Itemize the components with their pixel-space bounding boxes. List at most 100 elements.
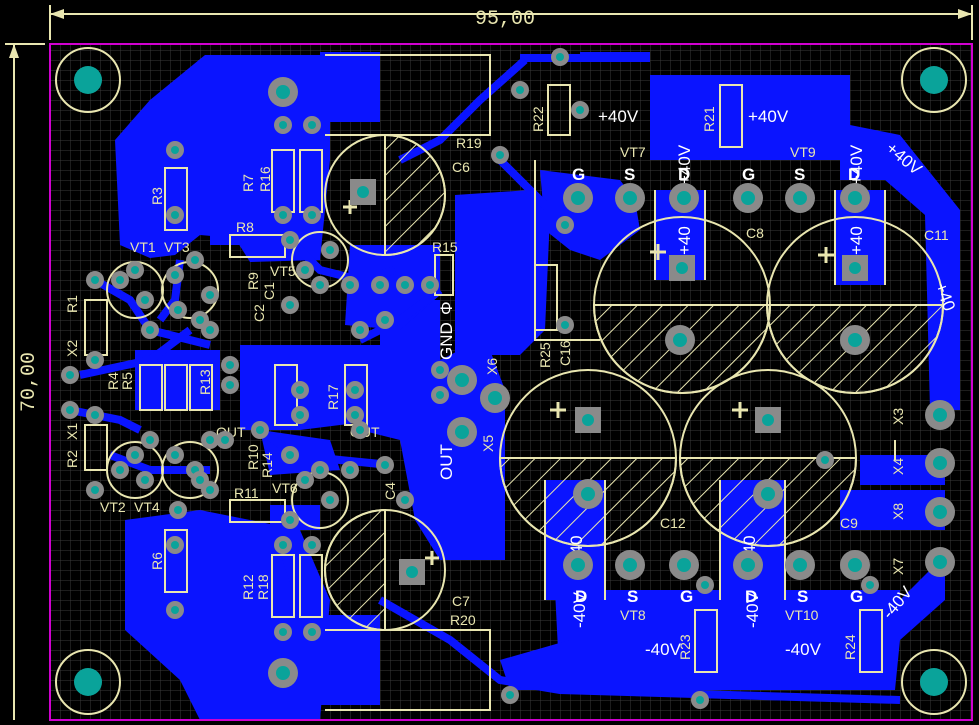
pad-hole [561, 321, 569, 329]
minus40-label-c: -40V [570, 591, 589, 628]
pad-square-hole [676, 262, 688, 274]
pad-hole [146, 326, 154, 334]
pad-hole [286, 301, 294, 309]
pin-g-vt9: G [742, 165, 755, 184]
pad-hole [226, 361, 234, 369]
label-r1: R1 [64, 295, 80, 313]
label-r12: R12 [240, 574, 256, 600]
pad-hole [516, 86, 524, 94]
pad-large-hole [741, 558, 755, 572]
label-r21: R21 [701, 106, 717, 132]
label-vt3: VT3 [164, 239, 190, 255]
pad-hole [256, 426, 264, 434]
pin-g-vt8: G [680, 587, 693, 606]
label-x3: X3 [890, 408, 906, 425]
pad-hole [286, 516, 294, 524]
capacitor-c6-outline [324, 133, 446, 257]
label-c7: C7 [452, 593, 470, 609]
pad-hole [308, 121, 316, 129]
pad-hole [308, 211, 316, 219]
label-x5: X5 [480, 435, 496, 452]
label-r16: R16 [257, 166, 273, 192]
pad-square-hole [849, 262, 861, 274]
pad-large-hole [677, 558, 691, 572]
pin-d-vt8: D [575, 587, 587, 606]
label-c16: C16 [557, 340, 573, 366]
pad-square-hole [762, 414, 774, 426]
pad-hole [279, 628, 287, 636]
label-x4: X4 [890, 458, 906, 475]
label-r10: R10 [245, 444, 261, 470]
pad-hole [66, 371, 74, 379]
plus40-short-a: +40 [675, 226, 694, 255]
pad-hole [356, 326, 364, 334]
label-vt2: VT2 [100, 499, 126, 515]
pad-hole [346, 281, 354, 289]
polarity-plus-icon [343, 200, 834, 565]
pad-hole [701, 581, 709, 589]
pin-g-vt10: G [850, 587, 863, 606]
pad-large-hole [933, 408, 947, 422]
pad-hole [171, 271, 179, 279]
pad-square-hole [357, 186, 369, 198]
pad-hole [346, 466, 354, 474]
label-x8: X8 [890, 503, 906, 520]
plus40-label-d: +40V [847, 144, 866, 185]
pad-hole [326, 246, 334, 254]
plus40-label-b: +40V [748, 107, 789, 126]
gnd-symbol: Φ [437, 301, 456, 315]
pad-square-hole [406, 566, 418, 578]
label-c6: C6 [452, 159, 470, 175]
gnd-label: GND [437, 322, 456, 360]
pad-hole [91, 411, 99, 419]
pad-large-hole [488, 391, 502, 405]
minus40-label-d: -40V [743, 591, 762, 628]
pad-hole [308, 628, 316, 636]
label-vt9: VT9 [790, 144, 816, 160]
label-vt1: VT1 [130, 239, 156, 255]
label-r3: R3 [149, 187, 165, 205]
pad-hole [866, 581, 874, 589]
pad-large-hole [623, 191, 637, 205]
label-r22: R22 [530, 106, 546, 132]
pad-hole [279, 541, 287, 549]
pad-hole [196, 316, 204, 324]
label-r18: R18 [255, 574, 271, 600]
minus40-label-b: -40V [785, 640, 822, 659]
pad-hole [171, 451, 179, 459]
pad-hole [206, 486, 214, 494]
label-c12: C12 [660, 515, 686, 531]
pin-d-vt7: D [678, 165, 690, 184]
pad-hole [171, 211, 179, 219]
label-x6: X6 [484, 358, 500, 375]
plus40-short-b: +40 [847, 226, 866, 255]
pad-hole [426, 281, 434, 289]
pad-hole [351, 411, 359, 419]
pad-large-hole [673, 333, 687, 347]
pad-hole [206, 291, 214, 299]
pad-large-hole [455, 425, 469, 439]
dimension-width: 95,00 [49, 5, 973, 40]
pad-hole [279, 121, 287, 129]
mounting-pads [74, 66, 948, 696]
label-r14: R14 [259, 452, 275, 478]
pad-hole [196, 476, 204, 484]
pad-hole [171, 146, 179, 154]
label-vt4: VT4 [134, 499, 160, 515]
transistor-vt4-outline [161, 441, 219, 499]
label-r2: R2 [64, 450, 80, 468]
pad-large-hole [571, 558, 585, 572]
label-r25: R25 [537, 342, 553, 368]
pad-hole [171, 606, 179, 614]
minus40-label-a: -40V [645, 640, 682, 659]
label-r17: R17 [325, 384, 341, 410]
pad-hole [351, 386, 359, 394]
pad-hole [376, 281, 384, 289]
pad-hole [576, 106, 584, 114]
pad-large-hole [933, 555, 947, 569]
label-c4: C4 [382, 482, 398, 500]
pad-large-hole [933, 505, 947, 519]
pad-hole [381, 316, 389, 324]
label-c11: C11 [924, 227, 949, 243]
pin-d-vt9: D [848, 165, 860, 184]
